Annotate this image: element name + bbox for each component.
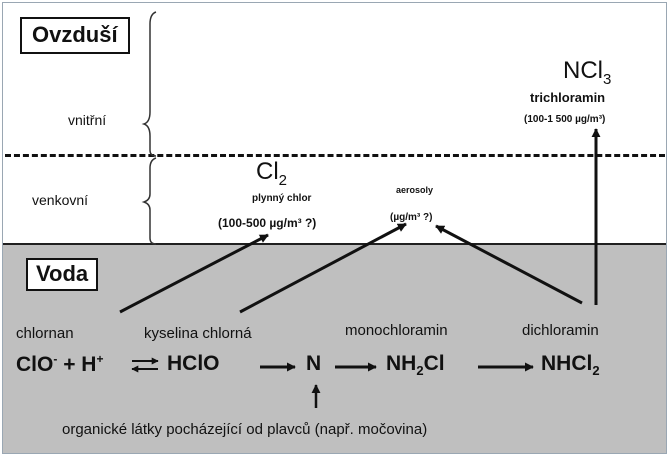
ncl3-concentration: (100-1 500 µg/m³) [524,114,606,125]
brace-indoor [141,11,157,157]
indoor-label: vnitřní [68,112,107,128]
equation-nh2cl: NH2Cl [386,352,445,379]
water-zone-title: Voda [26,258,99,291]
arrow-hclo-to-aerosol [239,222,407,314]
air-zone-title: Ovzduší [20,17,130,54]
equation-nhcl2: NHCl2 [541,352,600,379]
equation-hclo: HClO [167,352,220,375]
outdoor-label: venkovní [32,192,89,208]
hypochlorite-label: chlornan [16,325,74,342]
water-zone [3,244,666,453]
cl2-concentration: (100-500 µg/m³ ?) [218,216,317,230]
dichloramine-label: dichloramin [522,322,599,339]
cl2-name: plynný chlor [252,193,312,204]
arrow-chlornan-to-cl2 [119,233,269,314]
diagram-frame [2,2,667,454]
hypochlorous-acid-label: kyselina chlorná [144,325,252,342]
arrow-dichloramin-to-aerosol [435,224,583,305]
equation-n: N [306,352,322,375]
ncl3-formula: NCl3 [563,57,612,88]
ncl3-name: trichloramin [530,90,606,105]
cl2-formula: Cl2 [256,158,288,189]
water-surface-line [3,243,666,245]
brace-outdoor [141,157,157,245]
aerosol-concentration: (µg/m³ ?) [390,212,433,223]
monochloramine-label: monochloramin [345,322,448,339]
equation-hypochlorite: ClO- + H+ [16,352,104,376]
aerosol-name: aerosoly [396,185,434,195]
indoor-outdoor-divider [5,154,665,157]
organic-source-note: organické látky pocházející od plavců (n… [62,421,428,438]
